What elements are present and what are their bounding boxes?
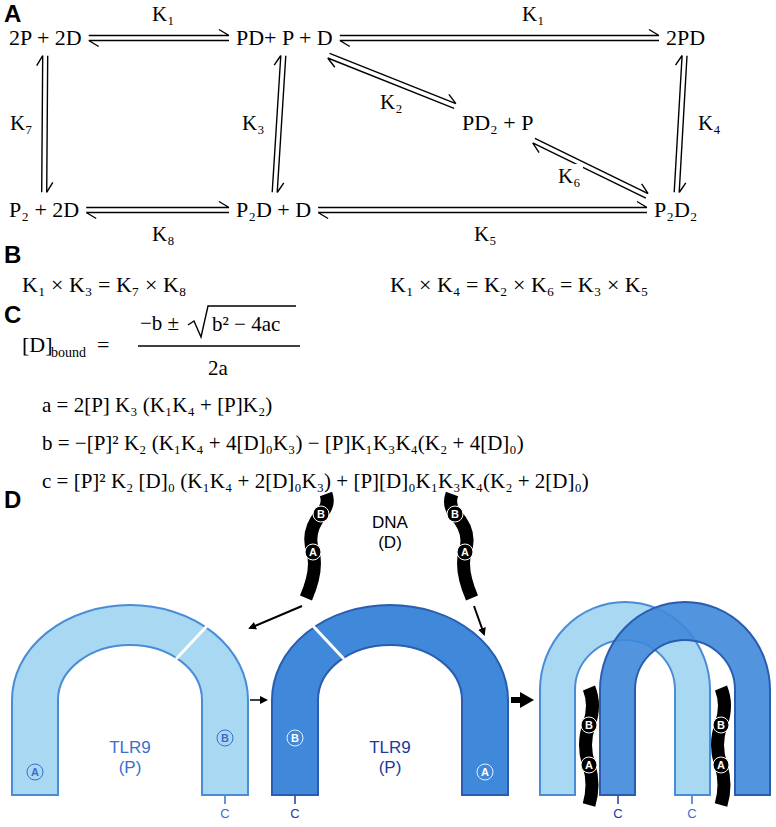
species-node: 2P + 2D <box>5 23 86 52</box>
site-letter: A <box>305 544 322 561</box>
equilibrium-arrow <box>37 56 53 193</box>
panel-letter: B <box>4 241 21 269</box>
site-letter: B <box>713 717 730 734</box>
species-node: 2PD <box>662 23 709 52</box>
site-letter: B <box>581 717 598 734</box>
fraction-bar <box>138 345 300 346</box>
c-terminus-tick <box>691 796 693 804</box>
terminus-label: C <box>220 807 229 822</box>
molecule-label: DNA (D) <box>368 513 412 552</box>
equation-term: 2a <box>208 356 228 380</box>
dna-strand <box>718 688 725 805</box>
panel-letter: D <box>4 486 21 514</box>
rate-constant: K₁ <box>150 2 177 26</box>
terminus-label: C <box>613 807 622 822</box>
step-arrow <box>511 697 528 703</box>
panel-letter: A <box>4 0 21 28</box>
rate-constant: K₇ <box>8 111 35 135</box>
rate-constant: K₂ <box>378 90 405 114</box>
equation: K₁ × K₄ = K₂ × K₆ = K₃ × K₅ <box>390 272 648 297</box>
subscript: bound <box>51 345 86 361</box>
equilibrium-arrow <box>533 138 648 198</box>
species-text: 2PD <box>666 25 705 50</box>
species-node: PD+ P + D <box>232 23 337 52</box>
step-arrow <box>250 699 266 701</box>
binding-arrow <box>474 606 484 634</box>
rate-constant: K₁ <box>520 2 547 26</box>
equation-term: [D] <box>22 332 53 357</box>
rate-constant: K₄ <box>696 111 723 135</box>
equilibrium-arrow <box>674 56 687 193</box>
site-letter: A <box>477 764 494 781</box>
rate-constant: K₆ <box>556 164 583 188</box>
site-letter: B <box>447 506 464 523</box>
species-node: P₂ + 2D <box>5 195 83 224</box>
terminus-label: C <box>687 807 696 822</box>
species-text: P₂ + 2D <box>9 197 79 222</box>
c-terminus-tick <box>294 796 296 804</box>
species-text: PD₂ + P <box>462 110 533 135</box>
equation: a = 2[P] K₃ (K₁K₄ + [P]K₂) <box>42 393 272 417</box>
c-terminus-tick <box>224 796 226 804</box>
equation-term: −b ± <box>140 311 179 335</box>
equilibrium-arrow <box>318 202 647 219</box>
species-node: P₂D₂ <box>650 195 701 224</box>
equilibrium-arrow <box>272 56 286 193</box>
site-letter: A <box>713 757 730 774</box>
equilibrium-arrow <box>86 202 229 219</box>
site-letter: B <box>313 506 330 523</box>
dna-strand <box>586 688 593 805</box>
c-terminus-tick <box>617 796 619 804</box>
equation-term: b² − 4ac <box>212 312 280 336</box>
species-text: 2P + 2D <box>9 25 82 50</box>
panel-letter: C <box>4 301 21 329</box>
species-node: P₂D + D <box>232 195 315 224</box>
rate-constant: K₃ <box>240 111 267 135</box>
species-text: P₂D₂ <box>654 197 697 222</box>
domain-divider <box>176 626 207 659</box>
equation: c = [P]² K₂ [D]₀ (K₁K₄ + 2[D]₀K₃) + [P][… <box>42 469 589 493</box>
equilibrium-arrow <box>89 30 229 47</box>
site-letter: B <box>217 730 234 747</box>
species-text: P₂D + D <box>236 197 311 222</box>
tlr9-monomer <box>272 605 508 795</box>
site-letter: A <box>27 764 44 781</box>
tlr9-monomer <box>600 602 770 795</box>
tlr9-monomer <box>12 605 248 795</box>
radical-sign <box>188 306 296 337</box>
molecule-label: TLR9 (P) <box>105 738 155 777</box>
species-text: PD+ P + D <box>236 25 333 50</box>
domain-divider <box>313 626 344 659</box>
equation: b = −[P]² K₂ (K₁K₄ + 4[D]₀K₃) − [P]K₁K₃K… <box>42 431 524 455</box>
rate-constant: K₅ <box>472 222 499 246</box>
molecule-label: TLR9 (P) <box>365 738 415 777</box>
site-letter: A <box>457 544 474 561</box>
equation: K₁ × K₃ = K₇ × K₈ <box>22 272 186 297</box>
rate-constant: K₈ <box>150 222 177 246</box>
equation-term: = <box>97 332 109 357</box>
species-node: PD₂ + P <box>458 108 537 137</box>
site-letter: A <box>581 757 598 774</box>
binding-arrow <box>250 606 302 628</box>
site-letter: B <box>287 730 304 747</box>
equilibrium-arrow <box>340 30 659 47</box>
terminus-label: C <box>290 807 299 822</box>
